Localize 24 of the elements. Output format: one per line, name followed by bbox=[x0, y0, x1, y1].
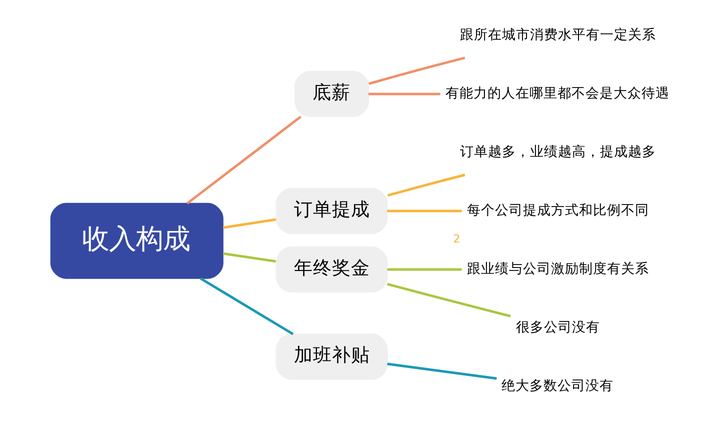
connector bbox=[368, 56, 466, 85]
connector bbox=[186, 116, 302, 204]
node-text: 有能力的人在哪里都不会是大众待遇 bbox=[446, 85, 670, 102]
node-text: 很多公司没有 bbox=[516, 320, 600, 336]
connector bbox=[387, 174, 466, 197]
connector bbox=[387, 362, 497, 380]
node-box: 订单提成 bbox=[276, 188, 388, 234]
connector bbox=[387, 268, 462, 271]
node-text: 订单越多，业绩越高，提成越多 bbox=[460, 144, 656, 160]
node-box: 年终奖金 bbox=[276, 246, 388, 293]
connector bbox=[222, 252, 276, 263]
node-box: 底薪 bbox=[294, 70, 370, 117]
node-text: 每个公司提成方式和比例不同 bbox=[466, 202, 649, 218]
node-box: 收入构成 bbox=[50, 202, 224, 279]
connector bbox=[200, 277, 294, 336]
node-text: 绝大多数公司没有 bbox=[502, 378, 614, 394]
node-label: 2 bbox=[453, 232, 460, 246]
connector bbox=[387, 210, 462, 212]
connector bbox=[386, 282, 511, 318]
node-box: 加班补贴 bbox=[276, 334, 388, 380]
node-text: 跟所在城市消费水平有一定关系 bbox=[460, 26, 656, 43]
connector bbox=[222, 218, 276, 229]
node-text: 跟业绩与公司激励制度有关系 bbox=[466, 261, 649, 278]
connector bbox=[368, 92, 440, 96]
